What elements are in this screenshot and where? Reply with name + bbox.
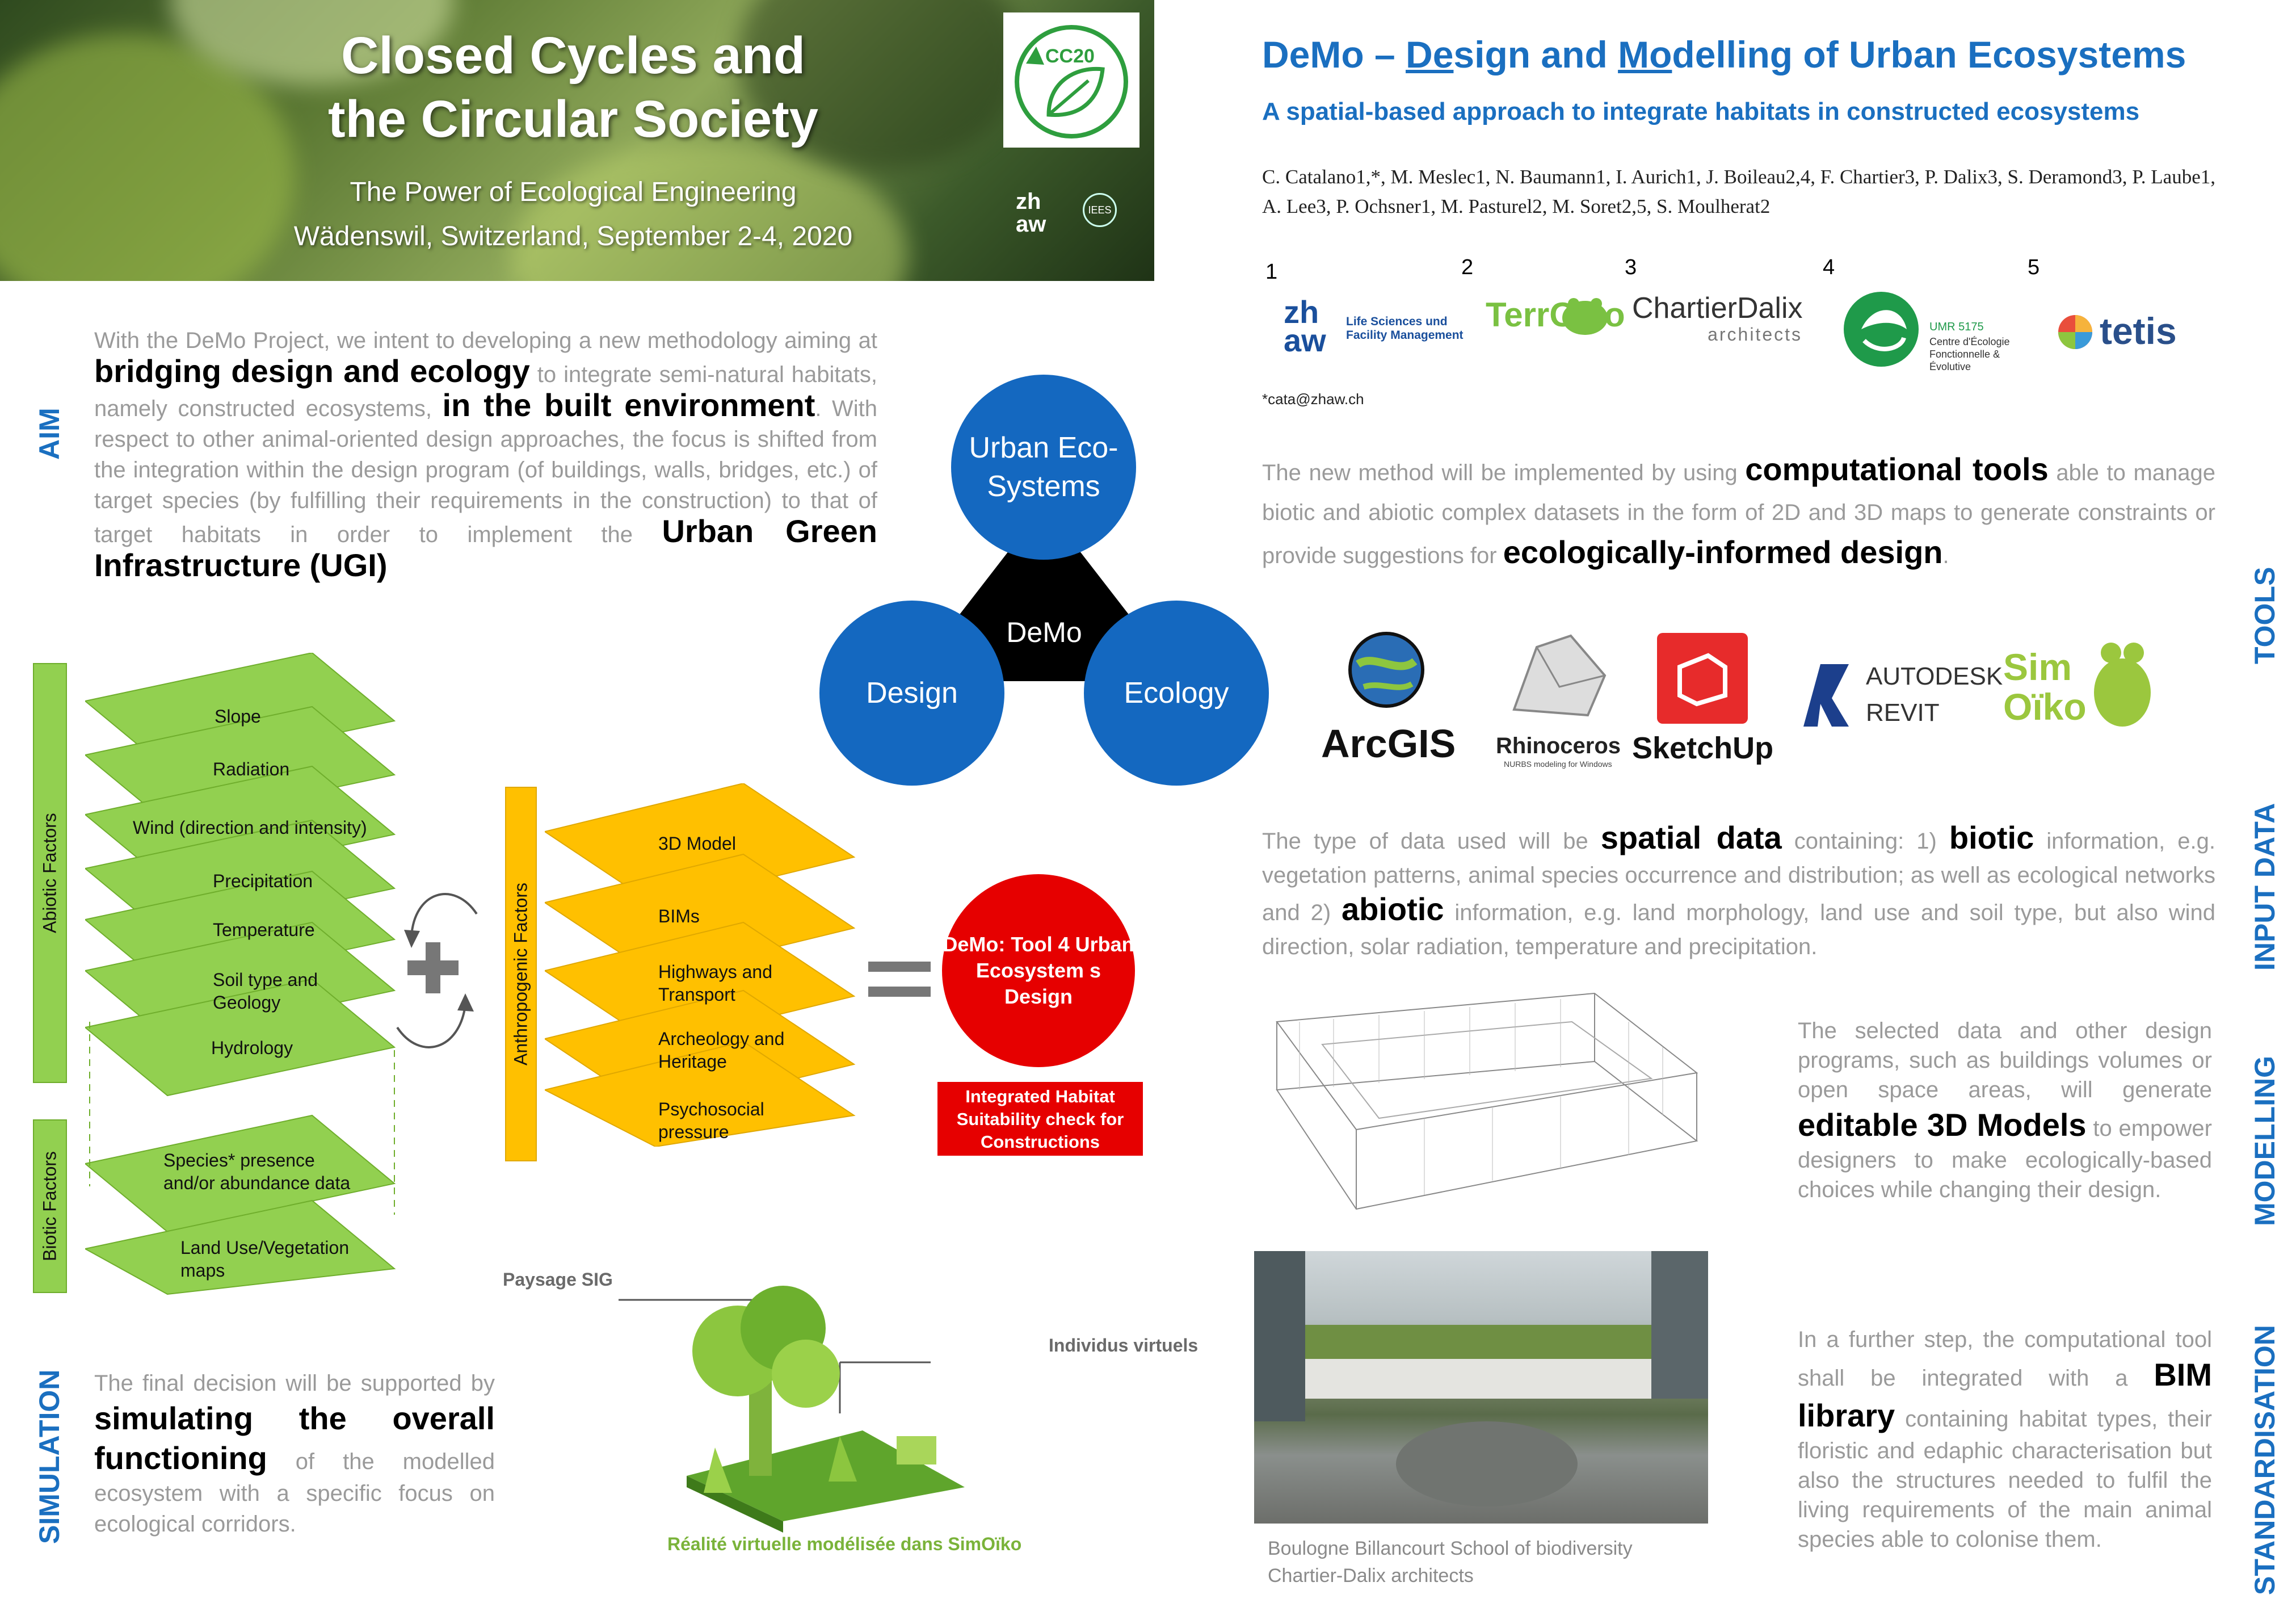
layer-highways: Highways and Transport <box>658 962 772 1005</box>
anthropogenic-factors-bar: Anthropogenic Factors <box>505 787 537 1161</box>
cc20-badge: CC20 <box>1045 45 1095 67</box>
simulation-text: The final decision will be supported by … <box>94 1371 495 1537</box>
affiliation-number: 4 <box>1823 255 1835 279</box>
revit-logo: AUTODESK REVIT <box>1798 658 2003 732</box>
input-data-text: The type of data used will be spatial da… <box>1262 820 2216 960</box>
poster-title: DeMo – Design and Modelling of Urban Eco… <box>1262 33 2186 75</box>
layer-archeology: Archeology and Heritage <box>658 1029 785 1072</box>
layer-land-use: Land Use/Vegetation maps <box>180 1237 350 1281</box>
revit-r-icon <box>1803 664 1849 727</box>
layer-radiation: Radiation <box>213 759 290 779</box>
modelling-text: The selected data and other design progr… <box>1798 1018 2212 1202</box>
layer-precipitation: Precipitation <box>213 871 313 891</box>
individus-virtuels-label: Individus virtuels <box>1049 1335 1199 1356</box>
biotic-factors-bar: Biotic Factors <box>33 1119 67 1293</box>
standardisation-label: STANDARDISATION <box>2249 1325 2281 1595</box>
aim-label: AIM <box>33 408 65 460</box>
zhaw-banner-logo: zh aw <box>1016 189 1046 237</box>
demo-center-label: DeMo <box>1006 616 1082 648</box>
paysage-sig-label: Paysage SIG <box>503 1269 613 1290</box>
tools-text: The new method will be implemented by us… <box>1262 451 2216 570</box>
frog-icon <box>2094 643 2151 727</box>
3d-model-wireframe <box>1276 992 1698 1210</box>
abiotic-factors-bar: Abiotic Factors <box>33 663 67 1083</box>
globe-icon <box>1348 632 1424 708</box>
sketchup-box-icon <box>1677 653 1727 707</box>
arcgis-logo: ArcGIS <box>1315 630 1456 772</box>
layer-temperature: Temperature <box>213 920 315 940</box>
poster-subtitle: A spatial-based approach to integrate ha… <box>1262 98 2140 125</box>
school-photo <box>1254 1251 1708 1524</box>
modelling-label: MODELLING <box>2249 1056 2281 1226</box>
terroiko-logo: TerrOïko <box>1486 287 1625 360</box>
design-circle: Design <box>819 601 1004 786</box>
tetis-logo: tetis <box>2055 301 2203 358</box>
author-list: C. Catalano1,*, M. Meslec1, N. Baumann1,… <box>1262 166 2215 217</box>
contact-email: *cata@zhaw.ch <box>1262 391 1364 408</box>
simoiko-caption: Réalité virtuelle modélisée dans SimOïko <box>667 1534 1022 1554</box>
layer-hydrology: Hydrology <box>211 1038 293 1058</box>
integrated-habitat-box: Integrated Habitat Suitability check for… <box>937 1082 1143 1156</box>
layer-bims: BIMs <box>658 906 700 926</box>
affiliation-number: 3 <box>1625 255 1637 279</box>
conference-banner <box>0 0 1154 281</box>
zhaw-lsfm-logo: zh aw Life Sciences und Facility Managem… <box>1284 294 1464 358</box>
cc20-logo: CC20 <box>1003 12 1139 148</box>
affiliation-number: 1 <box>1265 260 1278 284</box>
demo-tool-result: DeMo: Tool 4 Urban Ecosystem s Design <box>942 874 1135 1067</box>
iees-logo: IEES <box>1083 193 1117 227</box>
simoiko-logo: Sim Oïko <box>2003 630 2173 755</box>
layer-3d-model: 3D Model <box>658 833 736 854</box>
plus-icon <box>407 942 459 993</box>
rhinoceros-logo: Rhinoceros NURBS modeling for Windows <box>1491 624 1628 772</box>
simoiko-illustration <box>619 1286 965 1533</box>
banner-title: Closed Cycles and the Circular Society <box>327 27 819 148</box>
equals-icon <box>868 962 931 997</box>
input-data-label: INPUT DATA <box>2249 803 2281 971</box>
cefe-logo: UMR 5175 Centre d'Écologie Fonctionnelle… <box>1839 287 2032 372</box>
green-layer-stack <box>85 653 396 1295</box>
tools-label: TOOLS <box>2249 566 2281 664</box>
sketchup-logo: SketchUp <box>1629 627 1782 775</box>
ecology-circle: Ecology <box>1084 601 1269 786</box>
affiliation-number: 2 <box>1461 255 1474 279</box>
frog-icon <box>1562 298 1608 335</box>
urban-ecosystems-circle: Urban Eco-Systems <box>951 375 1136 560</box>
affiliation-number: 5 <box>2028 255 2040 279</box>
tetis-pie-icon <box>2058 315 2092 349</box>
layer-slope: Slope <box>215 706 261 727</box>
simulation-label: SIMULATION <box>33 1369 65 1544</box>
layer-species-presence: Species* presence and/or abundance data <box>163 1150 351 1193</box>
cycle-arrows-icon <box>396 893 478 1048</box>
layer-psychosocial: Psychosocial pressure <box>658 1099 764 1142</box>
chartierdalix-logo: ChartierDalix architects <box>1632 292 1803 345</box>
standardisation-text: In a further step, the computational too… <box>1798 1327 2212 1552</box>
layer-soil-geology: Soil type and Geology <box>213 970 318 1013</box>
yellow-layer-stack <box>545 783 856 1147</box>
banner-subtitle: The Power of Ecological Engineering Wäde… <box>293 177 853 251</box>
leaf-cycle-icon <box>1015 25 1128 139</box>
rhino-icon <box>1512 634 1607 717</box>
cefe-emblem-icon <box>1844 292 1919 367</box>
photo-caption: Boulogne Billancourt School of biodivers… <box>1268 1538 1633 1587</box>
layer-wind: Wind (direction and intensity) <box>133 817 367 838</box>
aim-text: With the DeMo Project, we intent to deve… <box>94 328 878 583</box>
